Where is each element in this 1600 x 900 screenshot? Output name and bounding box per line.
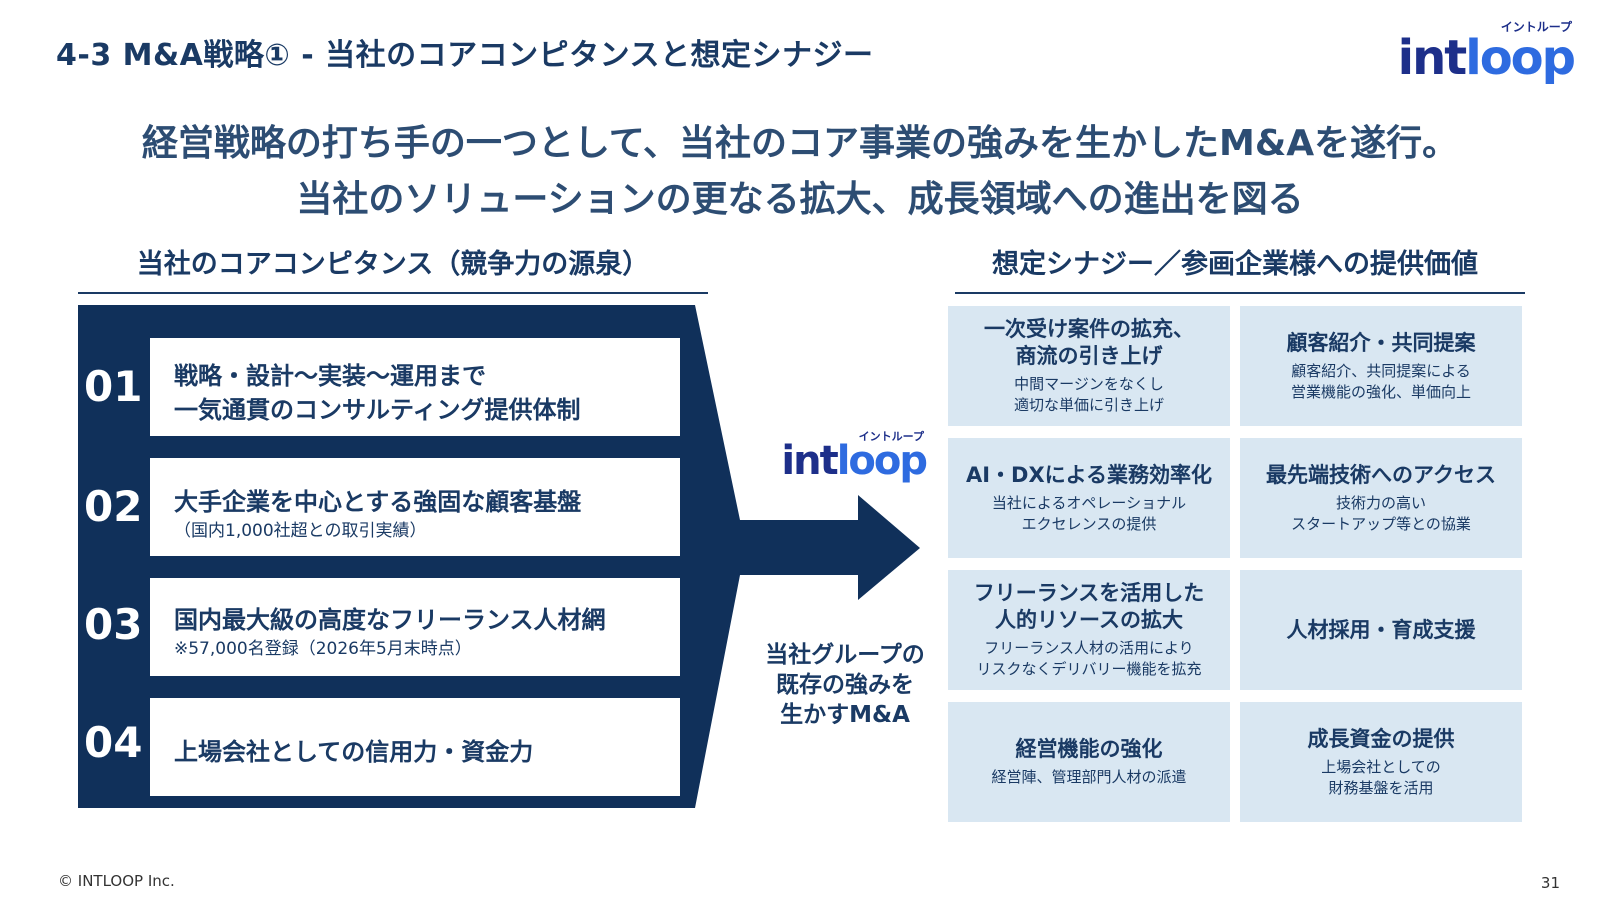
center-intloop-logo: イントループ intloop bbox=[770, 428, 930, 488]
competence-01-line-2: 一気通貫のコンサルティング提供体制 bbox=[174, 396, 581, 424]
synergy-cell-6: 人材採用・育成支援 bbox=[1240, 570, 1522, 690]
synergy-cell-8-sub-1: 上場会社としての bbox=[1321, 757, 1441, 776]
center-text-line-2: 既存の強みを bbox=[776, 672, 914, 698]
intloop-logo: イントループ intloop bbox=[1380, 14, 1580, 86]
synergy-cell-3-sub: 当社によるオペレーショナルエクセレンスの提供 bbox=[992, 493, 1186, 535]
synergy-cell-5: フリーランスを活用した 人的リソースの拡大 フリーランス人材の活用によりリスクな… bbox=[948, 570, 1230, 690]
synergy-cell-1-title-2: 商流の引き上げ bbox=[1015, 344, 1163, 368]
synergy-cell-4-sub: 技術力の高いスタートアップ等との協業 bbox=[1291, 493, 1471, 535]
synergy-cell-8-sub-2: 財務基盤を活用 bbox=[1328, 778, 1434, 797]
center-logo-kana: イントループ bbox=[858, 430, 924, 443]
center-text-line-1: 当社グループの bbox=[765, 642, 925, 668]
competence-03-sub: ※57,000名登録（2026年5月末時点） bbox=[174, 639, 472, 659]
competence-item-03: 国内最大級の高度なフリーランス人材網 ※57,000名登録（2026年5月末時点… bbox=[150, 578, 680, 676]
synergy-cell-7-sub: 経営陣、管理部門人材の派遣 bbox=[991, 768, 1187, 786]
synergy-cell-2: 顧客紹介・共同提案 顧客紹介、共同提案による営業機能の強化、単価向上 bbox=[1240, 306, 1522, 426]
synergy-cell-5-sub-2: リスクなくデリバリー機能を拡充 bbox=[976, 660, 1202, 678]
synergy-cell-1-sub-1: 中間マージンをなくし bbox=[1014, 375, 1164, 393]
synergy-cell-5-sub: フリーランス人材の活用によりリスクなくデリバリー機能を拡充 bbox=[976, 638, 1201, 680]
headline-line-2: 当社のソリューションの更なる拡大、成長領域への進出を図る bbox=[296, 179, 1304, 220]
synergy-cell-4-sub-2: スタートアップ等との協業 bbox=[1291, 514, 1471, 533]
competence-04-main: 上場会社としての信用力・資金力 bbox=[174, 738, 534, 766]
center-ma-text: 当社グループの 既存の強みを 生かすM&A bbox=[755, 640, 935, 730]
competence-number-04: 04 bbox=[84, 718, 143, 767]
competence-number-03: 03 bbox=[84, 600, 143, 649]
synergy-cell-4: 最先端技術へのアクセス 技術力の高いスタートアップ等との協業 bbox=[1240, 438, 1522, 558]
competence-02-sub: （国内1,000社超との取引実績） bbox=[174, 521, 427, 541]
competence-02-main: 大手企業を中心とする強固な顧客基盤 bbox=[174, 488, 582, 516]
synergy-cell-1: 一次受け案件の拡充、 商流の引き上げ 中間マージンをなくし適切な単価に引き上げ bbox=[948, 306, 1230, 426]
competence-item-01: 戦略・設計～実装～運用まで 一気通貫のコンサルティング提供体制 bbox=[150, 338, 680, 436]
synergy-rule bbox=[955, 292, 1525, 294]
competence-01-line-1: 戦略・設計～実装～運用まで bbox=[174, 362, 486, 390]
competence-03-main: 国内最大級の高度なフリーランス人材網 bbox=[174, 606, 606, 634]
synergy-cell-1-title-1: 一次受け案件の拡充、 bbox=[984, 317, 1194, 341]
synergy-cell-5-title-1: フリーランスを活用した bbox=[973, 581, 1205, 605]
synergy-cell-2-sub: 顧客紹介、共同提案による営業機能の強化、単価向上 bbox=[1291, 361, 1471, 403]
center-logo-loop: loop bbox=[836, 438, 928, 484]
synergy-cell-3-sub-2: エクセレンスの提供 bbox=[1021, 514, 1157, 533]
synergy-cell-4-sub-1: 技術力の高い bbox=[1335, 493, 1426, 512]
logo-int: int bbox=[1397, 30, 1468, 86]
synergy-cell-7-title: 経営機能の強化 bbox=[1015, 737, 1163, 761]
core-competence-rule bbox=[78, 292, 708, 294]
synergy-cell-3: AI・DXによる業務効率化 当社によるオペレーショナルエクセレンスの提供 bbox=[948, 438, 1230, 558]
page-number: 31 bbox=[1540, 874, 1560, 892]
synergy-cell-5-sub-1: フリーランス人材の活用により bbox=[984, 639, 1194, 657]
synergy-cell-5-title-2: 人的リソースの拡大 bbox=[995, 608, 1183, 632]
synergy-cell-1-sub-2: 適切な単価に引き上げ bbox=[1013, 396, 1164, 414]
competence-number-01: 01 bbox=[84, 362, 143, 411]
synergy-cell-8-title: 成長資金の提供 bbox=[1307, 726, 1455, 751]
copyright: © INTLOOP Inc. bbox=[58, 872, 175, 890]
synergy-cell-3-title: AI・DXによる業務効率化 bbox=[965, 462, 1213, 487]
center-logo-int: int bbox=[781, 438, 838, 484]
synergy-heading: 想定シナジー／参画企業様への提供価値 bbox=[992, 249, 1478, 280]
page-title: 4-3 M&A戦略① - 当社のコアコンピタンスと想定シナジー bbox=[56, 38, 874, 73]
competence-item-04: 上場会社としての信用力・資金力 bbox=[150, 698, 680, 796]
logo-loop: loop bbox=[1465, 30, 1576, 86]
center-text-line-3: 生かすM&A bbox=[780, 702, 910, 728]
synergy-cell-6-title: 人材採用・育成支援 bbox=[1286, 617, 1476, 642]
synergy-cell-2-sub-1: 顧客紹介、共同提案による bbox=[1291, 361, 1471, 380]
logo-word: intloop bbox=[1397, 30, 1576, 86]
competence-item-02: 大手企業を中心とする強固な顧客基盤 （国内1,000社超との取引実績） bbox=[150, 458, 680, 556]
synergy-cell-2-title: 顧客紹介・共同提案 bbox=[1286, 330, 1476, 355]
core-competence-heading: 当社のコアコンピタンス（競争力の源泉） bbox=[136, 249, 650, 280]
synergy-cell-4-title: 最先端技術へのアクセス bbox=[1266, 462, 1496, 487]
synergy-cell-7: 経営機能の強化 経営陣、管理部門人材の派遣 bbox=[948, 702, 1230, 822]
center-logo-word: intloop bbox=[781, 438, 928, 484]
synergy-cell-1-sub: 中間マージンをなくし適切な単価に引き上げ bbox=[1014, 374, 1164, 416]
competence-number-02: 02 bbox=[84, 482, 143, 531]
synergy-cell-8-sub: 上場会社としての財務基盤を活用 bbox=[1321, 757, 1441, 799]
synergy-cell-8: 成長資金の提供 上場会社としての財務基盤を活用 bbox=[1240, 702, 1522, 822]
logo-kana: イントループ bbox=[1500, 20, 1572, 34]
synergy-cell-3-sub-1: 当社によるオペレーショナル bbox=[991, 493, 1187, 512]
synergy-cell-2-sub-2: 営業機能の強化、単価向上 bbox=[1290, 382, 1471, 401]
headline-line-1: 経営戦略の打ち手の一つとして、当社のコア事業の強みを生かしたM&Aを遂行。 bbox=[141, 123, 1459, 164]
